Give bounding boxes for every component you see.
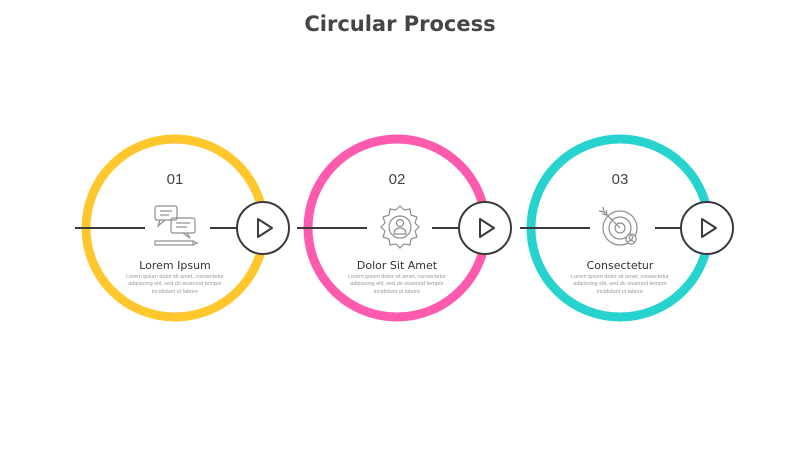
target-arrow-user-icon [598,206,638,246]
play-icon [479,218,495,238]
step-2-title: Dolor Sit Amet [356,259,438,272]
chat-bubbles-pencil-icon [154,205,199,246]
step-2-play-button[interactable] [458,201,512,255]
step-2-number: 02 [389,171,406,188]
step-1-title: Lorem Ipsum [139,259,211,272]
step-3 [520,134,734,322]
page-title: Circular Process [304,12,496,36]
play-icon [257,218,273,238]
step-1-description: Lorem ipsum dolor sit amet, consectetur … [126,274,224,295]
step-3-title: Consectetur [586,259,654,272]
step-2 [297,134,512,322]
step-3-number: 03 [612,171,629,188]
step-3-play-button[interactable] [680,201,734,255]
step-1-play-button[interactable] [236,201,290,255]
step-3-description: Lorem ipsum dolor sit amet, consectetur … [571,274,669,295]
step-1-number: 01 [167,171,184,188]
step-1 [75,134,290,322]
step-2-description: Lorem ipsum dolor sit amet, consectetur … [348,274,446,295]
user-gear-badge-icon [380,205,420,249]
play-icon [701,218,717,238]
